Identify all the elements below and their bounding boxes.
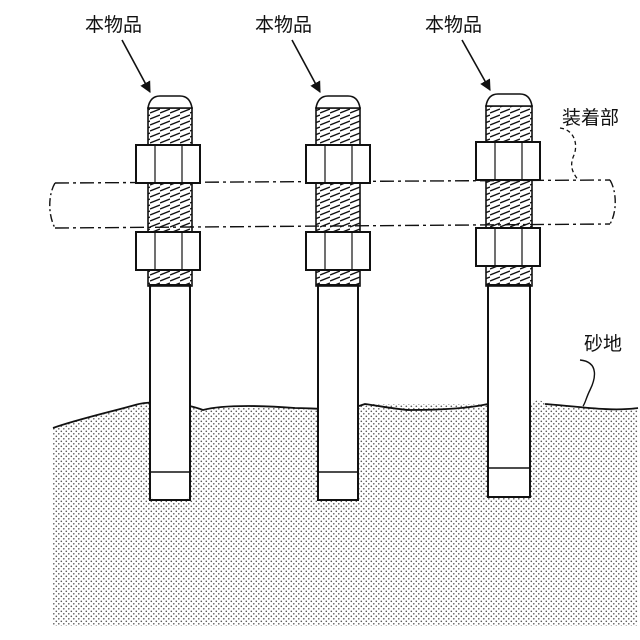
product-label-2: 本物品 [255,14,312,36]
upper-nut [476,142,540,180]
product-label-1: 本物品 [85,14,142,36]
lower-nut [306,232,370,270]
upper-nut [136,145,200,183]
lower-nut [476,228,540,266]
mount-label: 装着部 [562,107,619,129]
upper-nut [306,145,370,183]
product-label-3: 本物品 [425,14,482,36]
sand-label: 砂地 [584,333,622,355]
lower-nut [136,232,200,270]
